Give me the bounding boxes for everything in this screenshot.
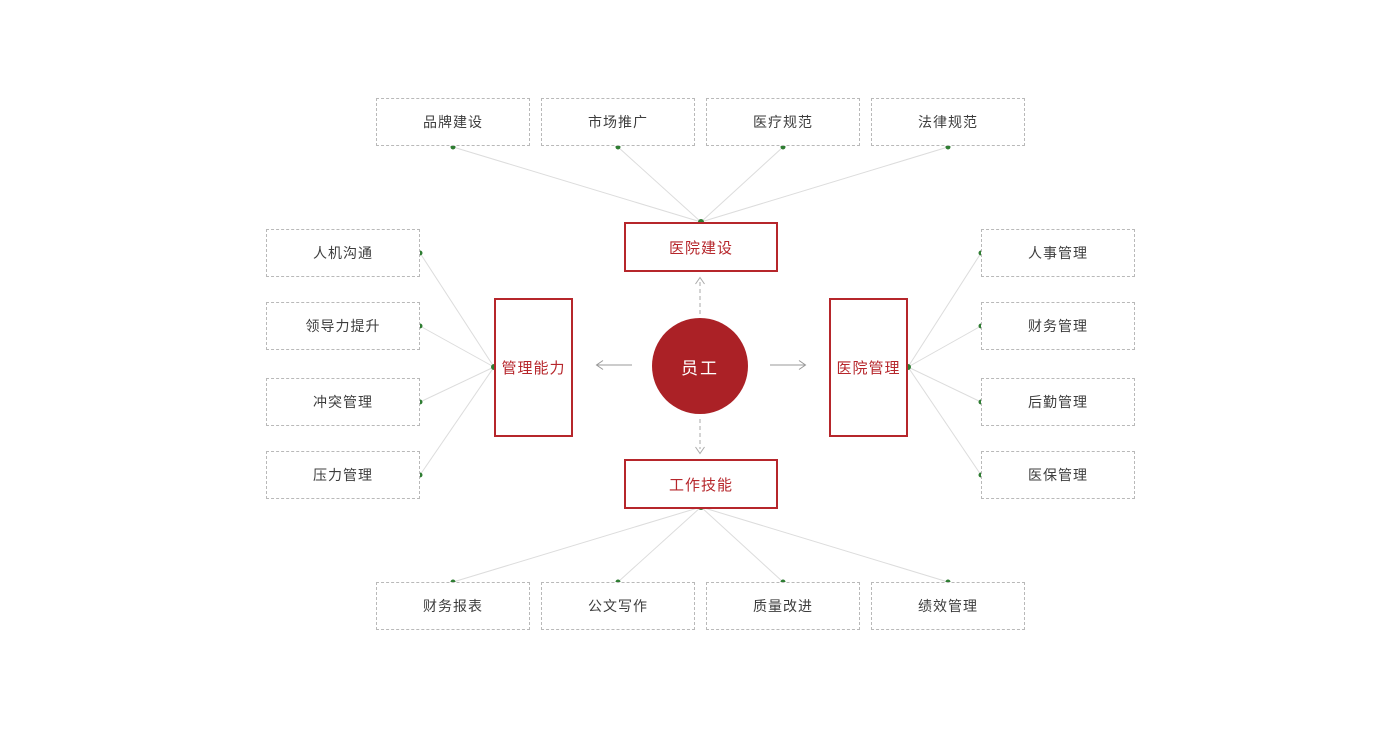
leaf-node-medical-standards: 医疗规范: [706, 98, 860, 146]
connector-lines-bottom: [452, 506, 949, 583]
center-node-employee: 员工: [652, 318, 748, 414]
arrow-left: [595, 360, 632, 370]
category-node-hospital-construction: 医院建设: [624, 222, 778, 272]
connector-lines-left: [419, 252, 495, 476]
category-node-management-ability: 管理能力: [494, 298, 573, 437]
leaf-node-stress-management: 压力管理: [266, 451, 420, 499]
leaf-node-brand-building: 品牌建设: [376, 98, 530, 146]
leaf-node-financial-reports: 财务报表: [376, 582, 530, 630]
leaf-node-leadership-improvement: 领导力提升: [266, 302, 420, 350]
connector-lines-top: [452, 146, 949, 223]
leaf-node-official-writing: 公文写作: [541, 582, 695, 630]
leaf-node-finance-management: 财务管理: [981, 302, 1135, 350]
leaf-node-logistics-management: 后勤管理: [981, 378, 1135, 426]
leaf-node-legal-standards: 法律规范: [871, 98, 1025, 146]
arrow-down: [695, 419, 705, 455]
leaf-node-hr-management: 人事管理: [981, 229, 1135, 277]
leaf-node-quality-improvement: 质量改进: [706, 582, 860, 630]
connector-lines-right: [907, 252, 982, 476]
leaf-node-conflict-management: 冲突管理: [266, 378, 420, 426]
leaf-node-market-promotion: 市场推广: [541, 98, 695, 146]
category-node-work-skills: 工作技能: [624, 459, 778, 509]
leaf-node-medical-insurance-management: 医保管理: [981, 451, 1135, 499]
arrow-up: [695, 276, 705, 314]
category-node-hospital-management: 医院管理: [829, 298, 908, 437]
leaf-node-interpersonal-communication: 人机沟通: [266, 229, 420, 277]
arrow-right: [770, 360, 807, 370]
leaf-node-performance-management: 绩效管理: [871, 582, 1025, 630]
